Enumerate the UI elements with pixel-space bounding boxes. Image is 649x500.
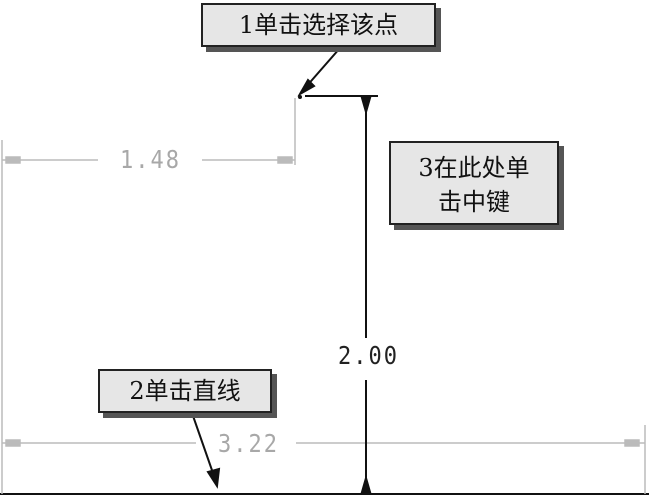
- dimension-2-00-value[interactable]: 2.00: [338, 342, 399, 371]
- dimension-1-48-value[interactable]: 1.48: [120, 146, 181, 175]
- dimension-1-48-line: [2, 156, 295, 164]
- leader-arrow-1: [297, 47, 341, 97]
- callout-click-line: 2单击直线: [98, 369, 272, 413]
- leader-arrow-2: [191, 412, 221, 489]
- callout-middle-click-line2: 击中键: [438, 188, 510, 216]
- dimension-3-22-value[interactable]: 3.22: [218, 430, 279, 459]
- callout-middle-click-line1: 3在此处单: [418, 154, 530, 182]
- callout-click-line-text: 2单击直线: [129, 377, 241, 405]
- selected-point[interactable]: [298, 95, 302, 99]
- dimension-3-22-line: [2, 439, 645, 447]
- dimension-2-00-line: [360, 96, 372, 494]
- callout-select-point: 1单击选择该点: [201, 3, 436, 47]
- callout-select-point-text: 1单击选择该点: [238, 11, 399, 39]
- callout-middle-click: 3在此处单 击中键: [389, 141, 559, 225]
